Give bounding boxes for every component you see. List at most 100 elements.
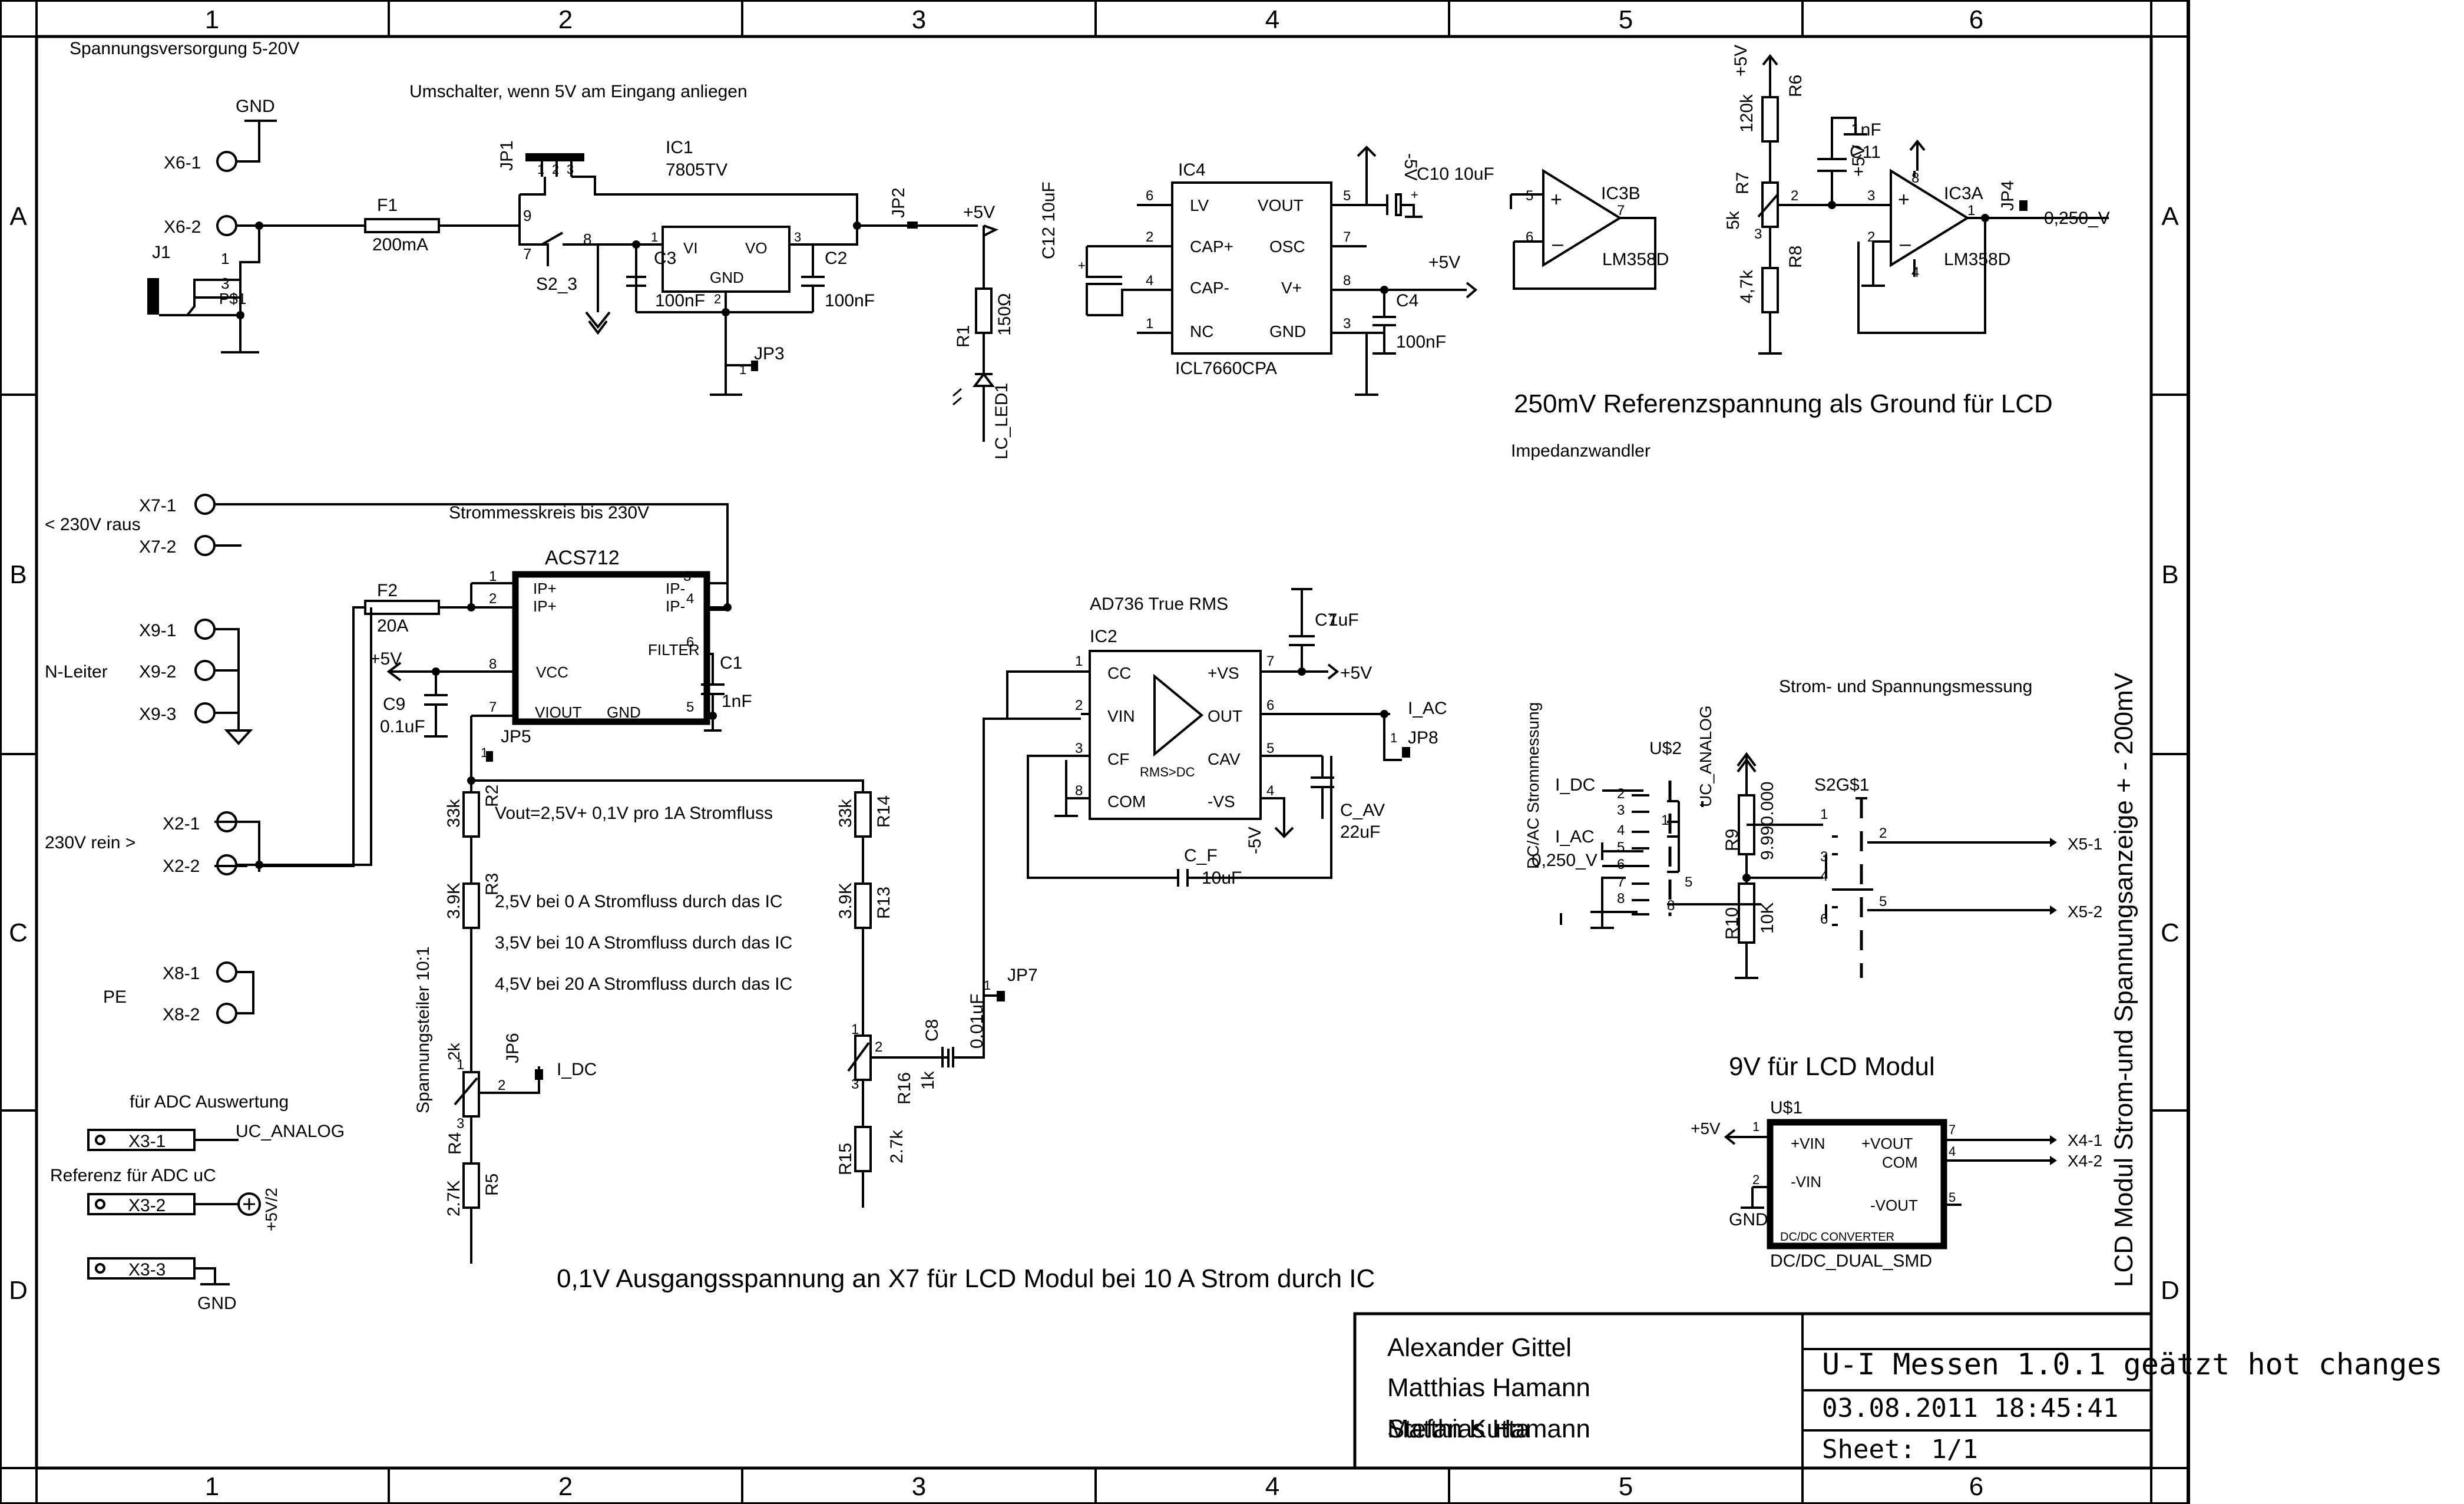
pin-label: 6: [1266, 698, 1274, 713]
pin-label: 7: [489, 699, 497, 715]
part-label: C8: [922, 1019, 942, 1042]
pin-name: IP+: [533, 580, 557, 597]
part-value: 20A: [377, 616, 408, 636]
pin-label: 2: [489, 591, 497, 607]
pin-label: 2: [1075, 698, 1083, 713]
connector-label: X6-1: [164, 153, 201, 173]
connector-label: X5-1: [2068, 835, 2102, 853]
part-type: 7805TV: [666, 160, 727, 180]
part-label: R10: [1722, 907, 1742, 940]
pin-name: VIOUT: [535, 703, 582, 721]
part-label: R14: [874, 795, 894, 828]
part-label: C3: [654, 249, 676, 268]
pin-label: 5: [1526, 188, 1533, 204]
part-type: LM358D: [1944, 250, 2010, 269]
resistor-icon: [854, 1126, 872, 1172]
pin-name: CC: [1107, 664, 1131, 682]
pin-label: 1: [739, 362, 746, 377]
section-label: 250mV Referenzspannung als Ground für LC…: [1514, 389, 2053, 418]
connector-label: X9-1: [139, 621, 176, 640]
capacitor-icon: [626, 244, 646, 312]
part-label: R1: [954, 325, 973, 348]
col-label: 1: [205, 1472, 219, 1501]
ic-body: [1767, 1119, 1947, 1250]
part-type: DC/DC_DUAL_SMD: [1770, 1251, 1932, 1271]
row-label: A: [9, 202, 27, 231]
pin-label: 6: [1146, 188, 1153, 204]
row-label: C: [9, 918, 28, 947]
net-label: GND: [1729, 1210, 1768, 1229]
section-label: LCD Modul Strom-und Spannungsanzeige + -…: [2109, 672, 2138, 1287]
net-label: +5V: [1731, 45, 1751, 77]
row-label: D: [9, 1276, 28, 1305]
buffer-section: + – IC3B LM358D 5 6 7: [1510, 168, 1669, 290]
pin-label: 6: [686, 634, 694, 650]
drawing-title: U-I Messen 1.0.1 geätzt hot changes: [1822, 1347, 2443, 1381]
pin-label: 1: [1075, 653, 1083, 669]
bottom-note: 0,1V Ausgangsspannung an X7 für LCD Modu…: [557, 1264, 1375, 1293]
part-label: S2_3: [536, 275, 577, 294]
part-type: LM358D: [1602, 250, 1669, 269]
part-value: 33k: [444, 799, 464, 828]
ground-icon: [214, 628, 253, 745]
pin-label: 8: [1343, 273, 1351, 289]
connector-label: X5-2: [2068, 903, 2102, 921]
section-label: 3,5V bei 10 A Stromfluss durch das IC: [495, 933, 792, 953]
pin-label: 1: [537, 162, 544, 177]
frame-column-labels-top: 1 2 3 4 5 6: [205, 5, 1983, 34]
part-label: IC4: [1178, 160, 1206, 180]
pin-label: 1: [221, 250, 229, 267]
pin-label: 5: [1949, 1190, 1956, 1205]
resistor-icon: [975, 287, 993, 334]
pin-label: 4: [1949, 1144, 1956, 1159]
pin-label: 4: [1617, 822, 1625, 838]
section-label: Umschalter, wenn 5V am Eingang anliegen: [409, 82, 748, 101]
rms-triangle-icon: [1153, 673, 1204, 757]
resistor-icon: [462, 791, 480, 838]
opamp-plus: +: [1898, 189, 1910, 211]
fuse-icon: [364, 600, 440, 615]
col-label: 2: [558, 5, 573, 34]
part-label: R3: [482, 873, 502, 895]
pin-name: VCC: [536, 663, 568, 681]
section-label: 4,5V bei 20 A Stromfluss durch das IC: [495, 974, 792, 994]
part-type: ICL7660CPA: [1175, 359, 1277, 378]
part-label: R5: [482, 1174, 502, 1196]
connector-label: X7-1: [139, 496, 176, 515]
capacitor-icon: [1367, 290, 1396, 355]
pin-label: 2: [1791, 188, 1798, 204]
part-label: LC_LED1: [992, 383, 1011, 460]
terminal-icon: [216, 215, 237, 236]
connector-label: X2-2: [163, 857, 200, 876]
part-label: S2G$1: [1814, 775, 1869, 795]
pin-label: 2: [552, 162, 559, 177]
part-label: R4: [445, 1132, 465, 1155]
connector-label: PE: [103, 987, 127, 1007]
part-value: 0.1uF: [380, 717, 425, 736]
pin-name: +VOUT: [1861, 1135, 1913, 1152]
pin-label: 2: [498, 1077, 505, 1093]
pin-label: 4: [686, 591, 694, 607]
net-label: I_AC: [1408, 699, 1447, 718]
col-label: 4: [1265, 5, 1279, 34]
pin-label: 2: [875, 1039, 882, 1055]
pin-label: 8: [1617, 891, 1625, 907]
section-label: 2,5V bei 0 A Stromfluss durch das IC: [495, 892, 783, 911]
pin-name: CAP-: [1190, 279, 1229, 297]
pin-label: 7: [1617, 203, 1625, 219]
net-label: -5V: [1245, 827, 1265, 854]
pin-label: 7: [1343, 229, 1351, 245]
connector-label: X3-1: [128, 1132, 166, 1151]
pin-name: OSC: [1269, 237, 1305, 256]
col-label: 5: [1619, 1472, 1633, 1501]
pin-label: 8: [1667, 898, 1675, 914]
ic-function: DC/DC CONVERTER: [1780, 1231, 1894, 1244]
part-label: JP7: [1007, 966, 1038, 985]
opamp-icon: [1542, 168, 1622, 267]
pin-label: 2: [714, 292, 721, 306]
part-value: 2k: [445, 1042, 463, 1060]
pin-label: 3: [851, 1076, 859, 1092]
pin-name: GND: [1269, 322, 1306, 341]
opamp-minus: –: [1552, 233, 1563, 255]
section-label: Strommesskreis bis 230V: [449, 503, 649, 523]
